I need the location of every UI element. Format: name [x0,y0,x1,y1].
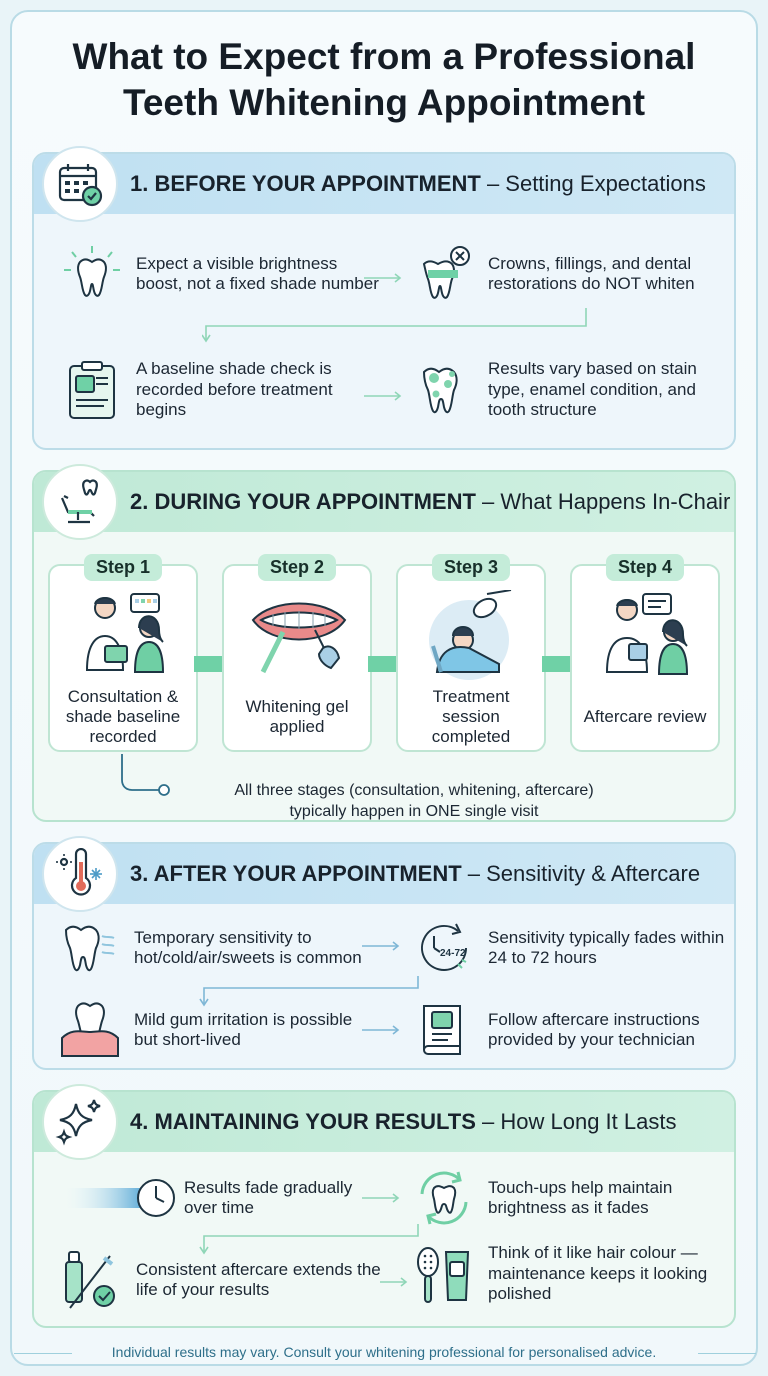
section-before: 1. BEFORE YOUR APPOINTMENT – Setting Exp… [32,146,736,450]
list-item: Temporary sensitivity to hot/cold/air/sw… [58,916,378,980]
section-during: 2. DURING YOUR APPOINTMENT – What Happen… [32,464,736,822]
step-tag: Step 3 [431,554,511,581]
hairbrush-tube-icon [417,1247,470,1303]
step-card-1: Step 1 Consultation & shade baseline rec… [48,554,198,752]
footer-rule-left [14,1353,72,1354]
crown-tooth-x-icon [422,246,470,299]
item-text: A baseline shade check is recorded befor… [136,359,333,420]
list-item: Expect a visible brightness boost, not a… [60,242,380,306]
footer-disclaimer: Individual results may vary. Consult you… [111,1344,657,1360]
footer-rule-right [698,1353,756,1354]
section-title: 1. BEFORE YOUR APPOINTMENT – Setting Exp… [130,171,706,196]
item-text: Temporary sensitivity to hot/cold/air/sw… [134,927,362,968]
section-header [34,1092,734,1152]
step-caption: Aftercare review [583,707,707,726]
light-treatment-icon [429,590,512,680]
section-after: 3. AFTER YOUR APPOINTMENT – Sensitivity … [32,836,736,1070]
step-caption: Treatment session completed [431,687,511,746]
section-title: 3. AFTER YOUR APPOINTMENT – Sensitivity … [130,861,701,886]
item-text: Follow aftercare instructions provided b… [488,1009,700,1050]
connector-arrow [202,308,587,343]
page-title: What to Expect from a Professional Teeth… [0,34,768,126]
list-item: Think of it like hair colour — maintenan… [412,1242,738,1306]
section-header [34,472,734,532]
section-title: 2. DURING YOUR APPOINTMENT – What Happen… [130,489,731,514]
item-text: Results vary based on stain type, enamel… [488,359,697,420]
thermometer-icon [42,836,118,912]
list-item: Crowns, fillings, and dental restoration… [412,242,732,306]
refresh-tooth-icon [420,1171,468,1225]
section-header [34,154,734,214]
step-caption: Consultation & shade baseline recorded [65,687,181,746]
sparkle-icon [42,1084,118,1160]
arrow-right-icon [362,1025,400,1035]
clock-24-72-icon: 24-72 [421,923,467,971]
connector-arrow [199,1224,419,1255]
connector-arrow [199,976,419,1007]
step-card-3: Step 3 Treatment session completed [396,554,546,752]
title-rest: Appointment [407,82,646,123]
item-text: Think of it like hair colour — maintenan… [488,1243,708,1304]
toothpaste-brush-icon [65,1251,115,1309]
sensitive-tooth-icon [64,925,115,972]
fading-clock-icon [66,1179,175,1217]
shining-tooth-icon [64,246,120,297]
list-item: Consistent aftercare extends the life of… [60,1248,400,1312]
section-maintaining: 4. MAINTAINING YOUR RESULTS – How Long I… [32,1084,738,1328]
single-visit-note: All three stages (consultation, whitenin… [234,782,594,820]
section-header [34,844,734,904]
arrow-right-icon [362,941,400,951]
item-text: Mild gum irritation is possible but shor… [134,1009,353,1050]
consultation-icon [85,593,165,673]
step-card-4: Step 4 Aftercare review [570,554,720,752]
list-item: A baseline shade check is recorded befor… [60,358,380,422]
step-caption: Whitening gel applied [245,697,349,736]
list-item: Touch-ups help maintain brightness as it… [412,1166,732,1230]
title-line-1: What to Expect from a Professional [72,36,696,77]
clock-label: 24-72 [440,948,466,959]
stained-tooth-icon [422,367,458,414]
arrow-right-icon [362,1193,400,1203]
calendar-check-icon [42,146,118,222]
section-title: 4. MAINTAINING YOUR RESULTS – How Long I… [130,1109,677,1134]
instruction-book-icon [423,1005,461,1055]
item-text: Expect a visible brightness boost, not a… [136,253,379,294]
gum-irritation-icon [61,1002,119,1057]
list-item: Results fade gradually over time [66,1166,376,1230]
list-item: 24-72 Sensitivity typically fades within… [412,916,732,980]
item-text: Sensitivity typically fades within 24 to… [488,927,725,968]
list-item: Mild gum irritation is possible but shor… [58,998,378,1062]
item-text: Touch-ups help maintain brightness as it… [488,1177,673,1218]
review-icon [605,593,689,675]
note-connector [121,754,170,796]
step-tag: Step 2 [257,554,337,581]
item-text: Crowns, fillings, and dental restoration… [488,253,695,294]
arrow-right-icon [364,273,402,283]
title-bold: Teeth Whitening [122,82,408,123]
gel-application-icon [251,602,347,674]
list-item: Follow aftercare instructions provided b… [412,998,732,1062]
clipboard-chart-icon [69,361,115,419]
item-text: Consistent aftercare extends the life of… [136,1259,381,1300]
step-tag: Step 1 [83,554,163,581]
arrow-right-icon [364,391,402,401]
item-text: Results fade gradually over time [184,1177,353,1218]
arrow-right-icon [380,1277,408,1287]
step-card-2: Step 2 Whitening gel applied [222,554,372,752]
step-tag: Step 4 [605,554,685,581]
list-item: Results vary based on stain type, enamel… [412,358,732,422]
dental-chair-icon [42,464,118,540]
